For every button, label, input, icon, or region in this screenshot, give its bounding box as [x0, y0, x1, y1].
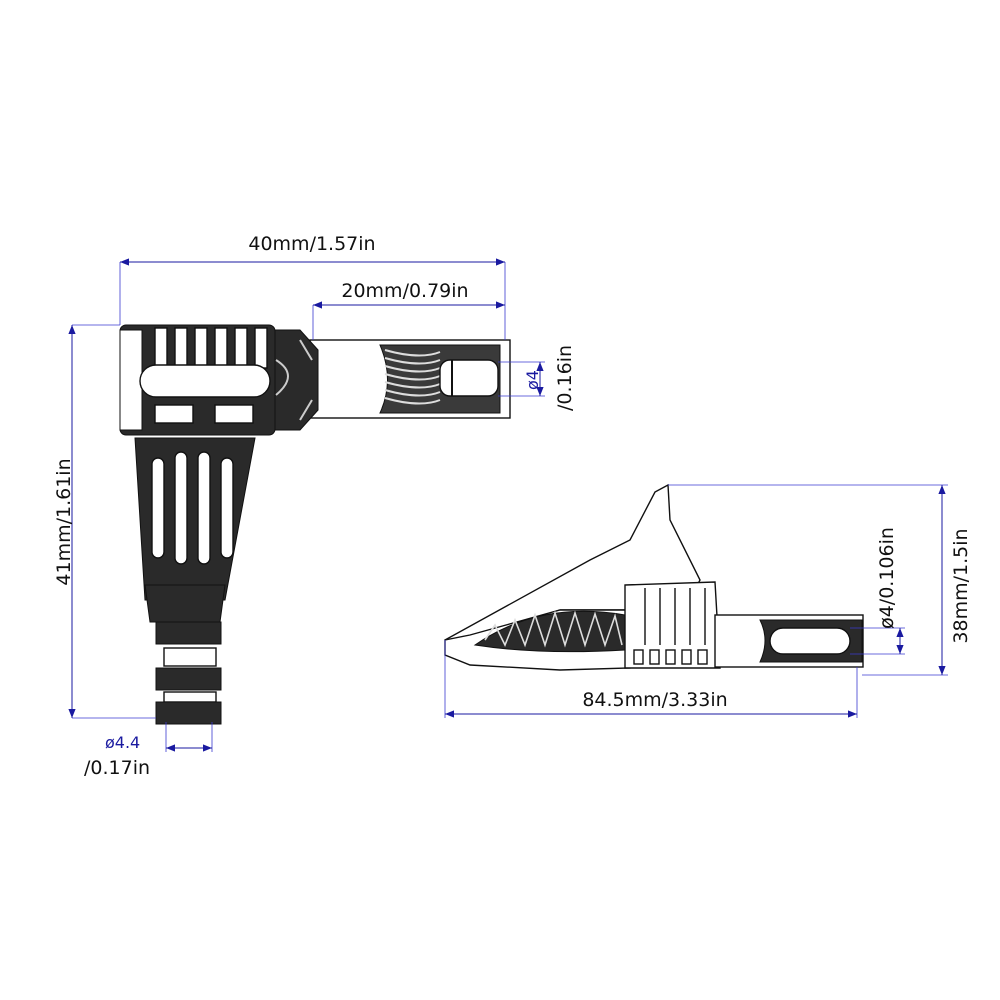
- plug-height-label: 41mm/1.61in: [53, 458, 75, 585]
- plug-width-dimension: [119, 258, 506, 340]
- clip-length-label: 84.5mm/3.33in: [582, 689, 727, 711]
- plug-cable-diameter-inch: /0.17in: [84, 757, 150, 779]
- clip-socket-diameter-dimension: [850, 627, 905, 655]
- plug-body-window: [139, 364, 271, 398]
- clip-boot-slots: [633, 649, 708, 665]
- clip-boot-ribs: [644, 588, 706, 645]
- plug-strain-relief: [144, 584, 226, 623]
- plug-pin-length-dimension: [312, 301, 505, 340]
- plug-cable-diameter-dimension: [165, 722, 213, 752]
- clip-socket-hole: [769, 627, 851, 655]
- alligator-clip: [444, 483, 864, 671]
- plug-cable-boot: [155, 621, 222, 725]
- clip-socket-diameter-label: ø4/0.106in: [876, 527, 898, 629]
- clip-boot: [624, 581, 721, 669]
- plug-grip-ribs: [154, 327, 268, 369]
- clip-height-dimension: [668, 484, 948, 676]
- plug-slot-right: [214, 404, 254, 424]
- plug-pin-diameter-inch: /0.16in: [554, 345, 576, 411]
- plug-handle-ribs: [151, 451, 234, 565]
- plug-pin-diameter-dimension: [498, 361, 545, 397]
- plug-pin-length-label: 20mm/0.79in: [341, 280, 468, 302]
- plug-slot-left: [154, 404, 194, 424]
- plug-width-label: 40mm/1.57in: [248, 233, 375, 255]
- plug-cable-diameter-symbol: ø4.4: [105, 733, 140, 752]
- plug-pin-tip: [439, 359, 499, 397]
- plug-height-dimension: [68, 324, 156, 719]
- clip-length-dimension: [444, 640, 858, 718]
- plug-pin-diameter-symbol: ø4: [523, 370, 542, 390]
- plug-pin-spring: [384, 349, 441, 405]
- right-angle-plug: [119, 324, 511, 725]
- plug-end-cap: [119, 329, 143, 431]
- clip-height-label: 38mm/1.5in: [950, 528, 972, 643]
